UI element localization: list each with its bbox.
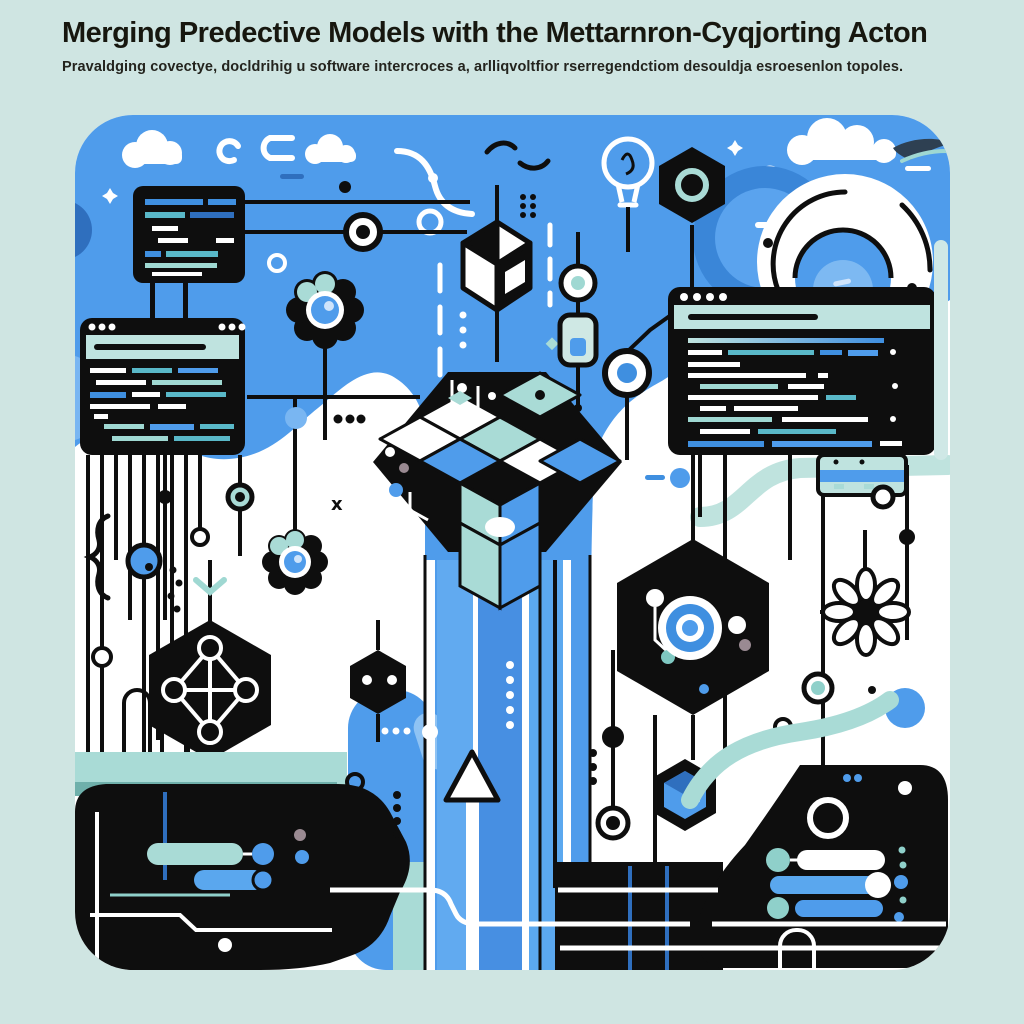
ring: [190, 527, 210, 547]
chip-blob: [75, 752, 410, 970]
gear-icon: [286, 271, 364, 349]
browser-window-icon: [80, 318, 246, 455]
node-blue: [125, 542, 163, 580]
chevron-icon: [193, 577, 227, 596]
dash: [645, 475, 665, 480]
squiggle-line: [260, 135, 295, 161]
mini-window-icon: [816, 453, 908, 497]
code-lines: [688, 338, 902, 447]
cloud-icon: [122, 130, 182, 168]
cluster-pins: [448, 380, 496, 408]
cube-icon: [460, 219, 533, 313]
vertical-dashes: [437, 222, 553, 393]
target-hexagon-icon: [617, 539, 769, 715]
dotted-column: [459, 311, 467, 349]
page-subtitle: Pravaldging covectye, docldrihig u softw…: [62, 58, 904, 75]
brace-glyph: [83, 513, 111, 601]
code-panel-icon: [133, 186, 245, 319]
donut-teal: [225, 482, 255, 512]
squiggle-line: [216, 138, 241, 165]
hexagon-node-icon: [350, 650, 406, 714]
pipe-trace: [690, 455, 950, 527]
lightbulb-icon: [601, 136, 655, 252]
pill: [795, 900, 883, 917]
pill: [194, 870, 264, 890]
sky-decor: [102, 118, 950, 393]
pipe-trace: [681, 691, 899, 809]
window-dots: [88, 323, 246, 331]
edge-band: [934, 240, 948, 460]
donut-teal: [801, 671, 835, 705]
chip-blob: [696, 765, 948, 970]
node-dot: [356, 225, 370, 239]
sparkle-icon: [727, 140, 743, 156]
cloud-icon: [787, 118, 896, 165]
dash: [280, 174, 304, 179]
hook-line: [484, 140, 518, 155]
pill: [797, 850, 885, 870]
cube-cluster-icon: [373, 371, 622, 611]
toggle-switch-icon: [557, 263, 599, 412]
hook-line: [517, 158, 551, 171]
browser-window-icon: [668, 287, 936, 455]
dot-row: [333, 414, 366, 424]
dot: [285, 407, 307, 429]
sparkle-icon: [102, 188, 118, 204]
bottom-band: [555, 862, 723, 970]
header: Merging Predective Models with the Metta…: [62, 17, 962, 75]
bead: [158, 490, 172, 504]
hexagon-node-icon: [659, 147, 725, 223]
dot: [428, 173, 438, 183]
circuit-lines: [245, 185, 694, 540]
ring: [91, 646, 113, 668]
up-arrow-icon: [443, 749, 501, 970]
dotted-column: [894, 846, 908, 922]
pill: [147, 843, 243, 865]
page-title: Merging Predective Models with the Metta…: [62, 17, 928, 49]
dot: [670, 468, 690, 488]
ring: [345, 772, 365, 792]
dash: [905, 166, 931, 171]
ring: [267, 253, 287, 273]
code-lines: [90, 368, 234, 441]
bead: [899, 529, 915, 545]
pill: [770, 876, 882, 894]
x-glyph: x: [331, 494, 343, 515]
gear-icon: [262, 529, 328, 595]
node-ring: [595, 805, 631, 841]
dot: [339, 181, 351, 193]
swoosh-icon: [893, 138, 950, 160]
bead: [602, 726, 624, 748]
capsule-outline: [778, 928, 816, 970]
dotted-diagonal: [167, 566, 183, 613]
dot-row: [381, 724, 438, 740]
window-dots: [680, 293, 727, 301]
cloud-icon: [305, 134, 356, 164]
dotted-column: [589, 749, 597, 785]
dot-grid: [520, 194, 536, 218]
flower-gear-icon: [821, 567, 911, 657]
dotted-column: [506, 661, 514, 729]
circuit-trace: [330, 887, 946, 951]
ring: [870, 484, 896, 510]
dotted-column: [393, 791, 401, 838]
dot: [868, 686, 876, 694]
swoosh-underline: [900, 149, 948, 163]
squiggle-line: [394, 148, 475, 217]
node-ring-blue: [602, 348, 652, 398]
network-graph-icon: [149, 620, 271, 760]
code-lines: [145, 199, 236, 276]
